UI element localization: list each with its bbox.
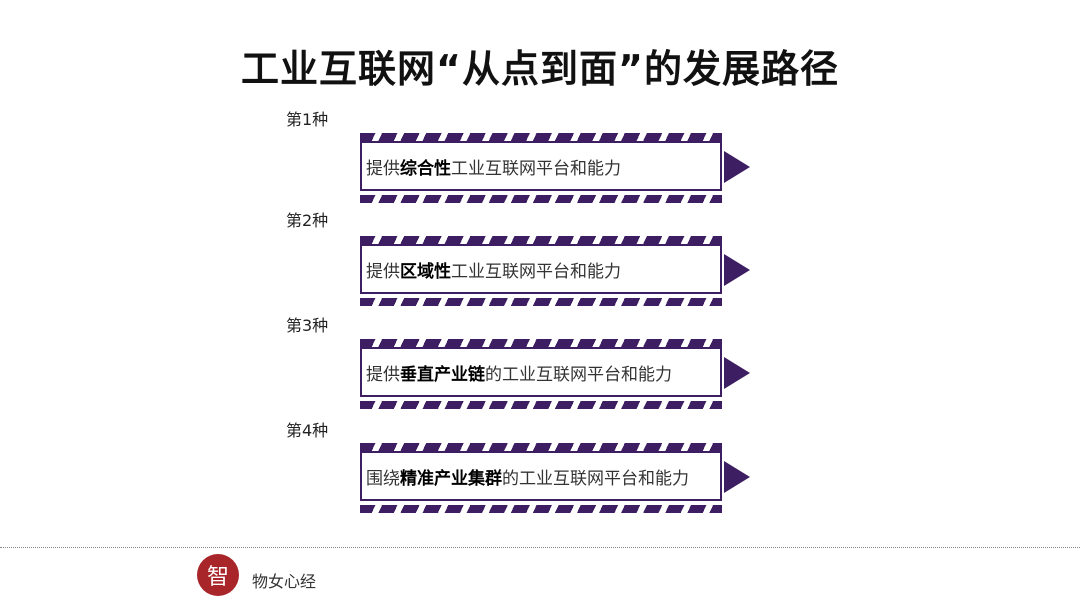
item-label-1: 第1种 <box>286 110 329 129</box>
path-item-3: 提供垂直产业链的工业互联网平台和能力 <box>358 339 753 409</box>
item-label-4: 第4种 <box>286 421 329 440</box>
path-box-1: 提供综合性工业互联网平台和能力 <box>360 141 722 191</box>
stripe-decoration <box>360 236 722 244</box>
stripe-decoration <box>360 401 722 409</box>
item-label-3: 第3种 <box>286 316 329 335</box>
item-label-2: 第2种 <box>286 211 329 230</box>
arrow-right-icon <box>724 357 750 389</box>
item-prefix: 提供 <box>366 364 400 385</box>
arrow-right-icon <box>724 461 750 493</box>
item-suffix: 工业互联网平台和能力 <box>451 261 621 282</box>
arrow-right-icon <box>724 254 750 286</box>
path-box-3: 提供垂直产业链的工业互联网平台和能力 <box>360 347 722 397</box>
stripe-decoration <box>360 195 722 203</box>
arrow-right-icon <box>724 151 750 183</box>
path-item-4: 围绕精准产业集群的工业互联网平台和能力 <box>358 443 753 513</box>
item-keyword: 综合性 <box>400 158 451 179</box>
stripe-decoration <box>360 298 722 306</box>
page-title: 工业互联网“从点到面”的发展路径 <box>241 47 839 91</box>
item-suffix: 的工业互联网平台和能力 <box>502 468 689 489</box>
item-keyword: 精准产业集群 <box>400 468 502 489</box>
path-box-2: 提供区域性工业互联网平台和能力 <box>360 244 722 294</box>
path-box-4: 围绕精准产业集群的工业互联网平台和能力 <box>360 451 722 501</box>
stripe-decoration <box>360 505 722 513</box>
path-item-1: 提供综合性工业互联网平台和能力 <box>358 133 753 203</box>
stripe-decoration <box>360 339 722 347</box>
brand-name: 物女心经 <box>252 572 317 591</box>
brand-logo-icon: 智 <box>197 554 239 596</box>
item-keyword: 垂直产业链 <box>400 364 485 385</box>
path-item-2: 提供区域性工业互联网平台和能力 <box>358 236 753 306</box>
item-prefix: 提供 <box>366 158 400 179</box>
item-prefix: 围绕 <box>366 468 400 489</box>
item-suffix: 的工业互联网平台和能力 <box>485 364 672 385</box>
footer-divider <box>0 547 1080 548</box>
stripe-decoration <box>360 133 722 141</box>
item-keyword: 区域性 <box>400 261 451 282</box>
item-suffix: 工业互联网平台和能力 <box>451 158 621 179</box>
item-prefix: 提供 <box>366 261 400 282</box>
stripe-decoration <box>360 443 722 451</box>
